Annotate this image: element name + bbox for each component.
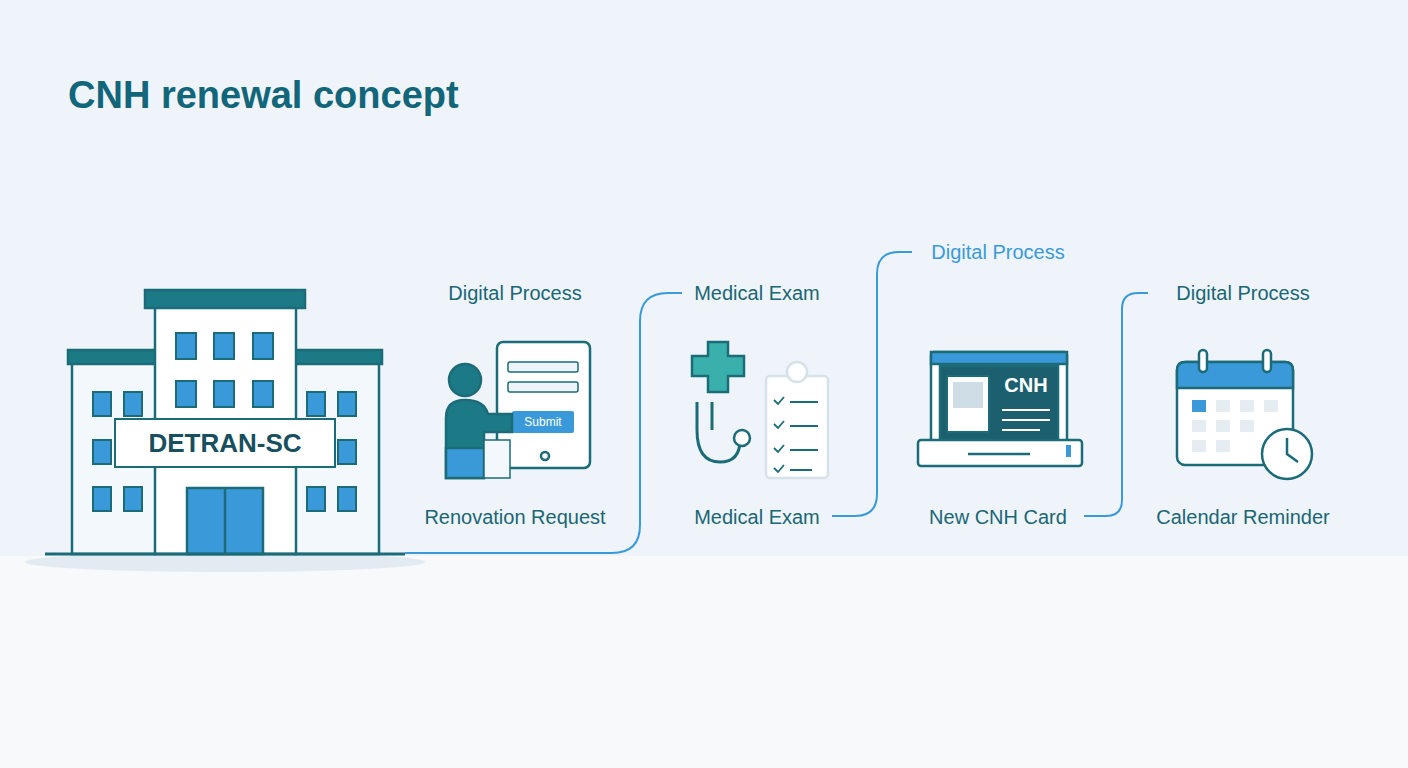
process-step: Digital ProcessRenovation Request	[415, 280, 615, 530]
step-heading: Medical Exam	[694, 280, 820, 306]
process-step: Medical ExamMedical Exam	[682, 280, 832, 530]
diagram-title: CNH renewal concept	[68, 74, 459, 117]
step-heading: Digital Process	[448, 280, 581, 306]
step-heading: Digital Process	[931, 239, 1064, 265]
card-label: CNH	[1004, 374, 1047, 397]
flow-connector	[832, 252, 912, 516]
process-step: Digital ProcessCalendar Reminder	[1148, 280, 1338, 530]
flow-connector	[405, 293, 682, 553]
step-caption: Renovation Request	[424, 504, 605, 530]
flow-connector	[1084, 293, 1148, 516]
button-label: Submit	[524, 415, 561, 429]
step-caption: Calendar Reminder	[1156, 504, 1329, 530]
step-caption: Medical Exam	[694, 504, 820, 530]
building-sign: DETRAN-SC	[114, 418, 336, 468]
building-node: DETRAN-SC	[45, 288, 405, 555]
step-heading: Digital Process	[1176, 280, 1309, 306]
step-caption: New CNH Card	[929, 504, 1067, 530]
process-step: Digital ProcessNew CNH Card	[912, 239, 1084, 530]
